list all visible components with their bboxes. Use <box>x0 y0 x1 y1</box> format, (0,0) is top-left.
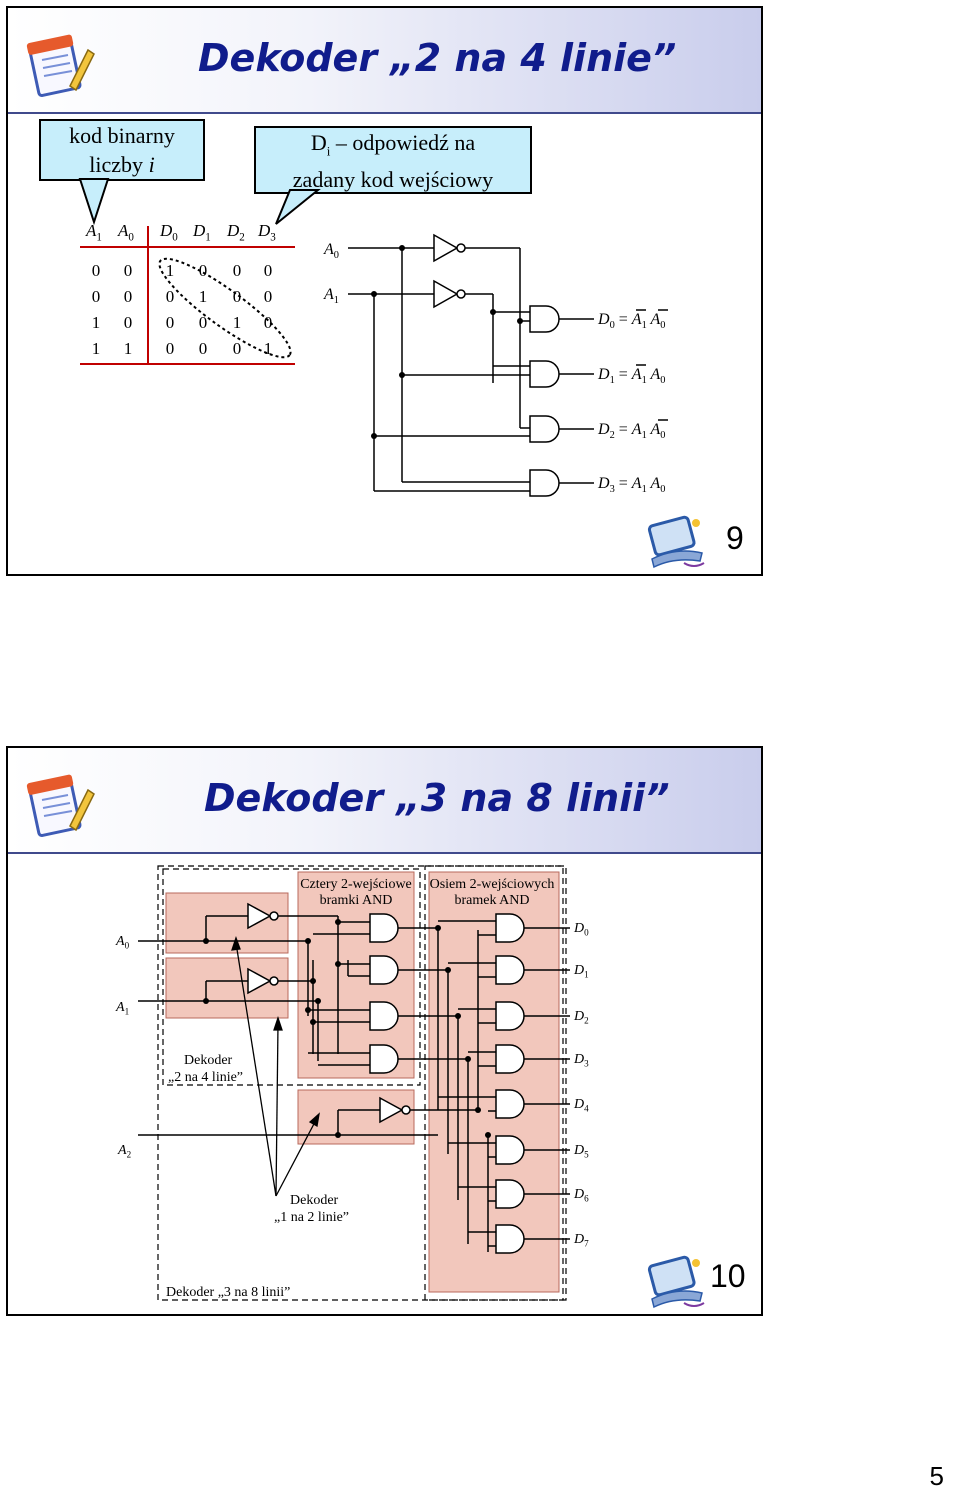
callout-output-response: Di – odpowiedź na zadany kod wejściowy <box>254 126 532 194</box>
label-four-and: Cztery 2-wejściowe <box>300 877 412 892</box>
table-header: D1 <box>192 221 211 243</box>
table-cell: 0 <box>124 313 133 332</box>
shaded-blocks <box>165 871 560 1293</box>
slide-title: Dekoder „2 na 4 linie” <box>198 36 677 80</box>
output-label: D6 <box>573 1187 589 1204</box>
input-label: A1 <box>323 286 339 306</box>
output-label: D7 <box>573 1232 589 1249</box>
and-gate <box>495 1089 525 1119</box>
label-decoder-1-2: „1 na 2 linie” <box>274 1210 349 1225</box>
table-cell: 0 <box>166 339 175 358</box>
table-cell: 0 <box>199 313 208 332</box>
title-bar: Dekoder „3 na 8 linii” <box>8 748 761 854</box>
truth-table: A1 A0 D0 D1 D2 D3 0 0 1 0 0 0 0 0 0 1 0 0 1 0 0 0 1 0 1 1 0 0 0 1 <box>80 221 295 365</box>
output-label: D3 <box>573 1052 589 1069</box>
table-cell: 0 <box>264 287 273 306</box>
and-gate <box>495 1179 525 1209</box>
and-gate <box>495 1135 525 1165</box>
table-cell: 0 <box>92 287 101 306</box>
label-decoder-2-4: „2 na 4 linie” <box>168 1070 243 1085</box>
table-header: D3 <box>257 221 276 243</box>
logic-circuit <box>348 233 668 497</box>
table-cell: 1 <box>166 261 175 280</box>
logic-circuit-3-8 <box>138 902 570 1254</box>
computer-icon <box>647 1255 705 1309</box>
table-cell: 0 <box>199 339 208 358</box>
output-equation: D1 = A1 A0 <box>597 366 665 386</box>
label-decoder-3-8: Dekoder „3 na 8 linii” <box>166 1285 290 1300</box>
table-cell: 1 <box>92 339 101 358</box>
input-label: A0 <box>323 241 339 261</box>
table-cell: 0 <box>264 313 273 332</box>
output-label: D4 <box>573 1097 589 1114</box>
and-gate <box>495 1044 525 1074</box>
callout-text: zadany kod wejściowy <box>292 167 494 193</box>
table-cell: 0 <box>124 261 133 280</box>
and-gate <box>495 1224 525 1254</box>
table-cell: 0 <box>124 287 133 306</box>
label-eight-and: Osiem 2-wejściowych <box>430 877 555 892</box>
document-icon <box>26 34 95 97</box>
callout-text: kod binarny <box>69 123 175 148</box>
slide-10: Dekoder „3 na 8 linii” <box>6 746 763 1316</box>
table-cell: 0 <box>166 313 175 332</box>
table-cell: 1 <box>233 313 242 332</box>
output-label: D0 <box>573 921 589 938</box>
callout-pointer <box>275 189 321 225</box>
table-cell: 0 <box>233 339 242 358</box>
table-cell: 1 <box>124 339 133 358</box>
label-decoder-1-2: Dekoder <box>290 1193 339 1208</box>
table-cell: 0 <box>92 261 101 280</box>
and-gate <box>495 1001 525 1031</box>
callout-text: liczby <box>89 152 144 177</box>
slide-title: Dekoder „3 na 8 linii” <box>204 776 670 820</box>
label-eight-and: bramek AND <box>454 893 529 908</box>
slide-9: Dekoder „2 na 4 linie” kod binarny liczb… <box>6 6 763 576</box>
label-four-and: bramki AND <box>320 893 393 908</box>
input-label: A1 <box>115 1000 129 1017</box>
callout-d: D <box>310 130 327 155</box>
document-icon <box>26 774 95 837</box>
table-cell: 0 <box>233 261 242 280</box>
table-header: D2 <box>226 221 245 243</box>
dashed-outlines <box>157 865 567 1301</box>
callout-pointer <box>78 178 110 226</box>
table-cell: 0 <box>264 261 273 280</box>
table-header: A0 <box>117 221 134 243</box>
pointer-arrows <box>231 936 320 1197</box>
output-equation: D0 = A1 A0 <box>597 311 665 331</box>
label-decoder-2-4: Dekoder <box>184 1053 233 1068</box>
and-gate <box>495 955 525 985</box>
junction-dots <box>203 919 491 1138</box>
callout-text: – odpowiedź na <box>330 130 476 155</box>
output-equation: D2 = A1 A0 <box>597 421 665 441</box>
output-equation: D3 = A1 A0 <box>597 475 665 495</box>
computer-icon <box>647 515 705 569</box>
table-cell: 0 <box>199 261 208 280</box>
junction-dots <box>371 245 523 439</box>
input-label: A2 <box>117 1143 132 1160</box>
title-bar: Dekoder „2 na 4 linie” <box>8 8 761 114</box>
input-label: A0 <box>115 934 130 951</box>
table-cell: 1 <box>92 313 101 332</box>
document-page-number: 5 <box>929 1461 944 1491</box>
table-header: D0 <box>159 221 178 243</box>
output-label: D5 <box>573 1143 589 1160</box>
callout-binary-code: kod binarny liczby i <box>39 119 205 181</box>
table-header: A1 <box>85 221 102 243</box>
output-label: D1 <box>573 963 589 980</box>
callout-var: i <box>148 152 155 177</box>
table-cell: 1 <box>199 287 208 306</box>
table-cell: 1 <box>264 339 273 358</box>
table-cell: 0 <box>233 287 242 306</box>
table-cell: 0 <box>166 287 175 306</box>
page-number: 10 <box>710 1258 746 1294</box>
output-label: D2 <box>573 1009 589 1026</box>
page-number: 9 <box>726 520 744 556</box>
callout-sub: i <box>326 143 331 159</box>
and-gate <box>495 913 525 943</box>
